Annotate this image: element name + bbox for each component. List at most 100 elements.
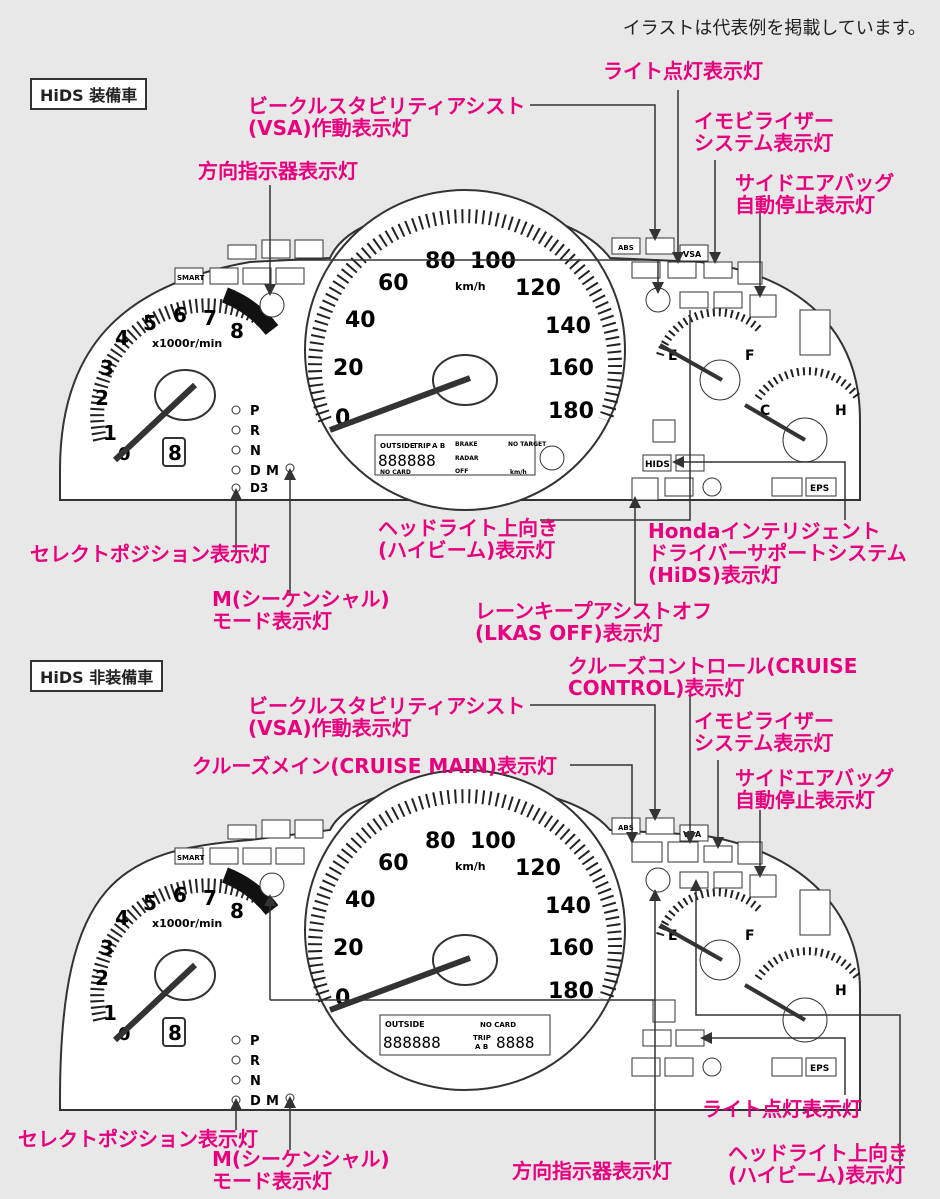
lcd-trip-digits: 8888 <box>496 1033 535 1052</box>
cruise-main-icon <box>631 841 663 863</box>
abs-label: ABS <box>618 244 634 252</box>
label-m-mode: M(シーケンシャル)モード表示灯 <box>212 587 390 633</box>
turn-right-icon <box>645 867 671 893</box>
speed-tick-label: 100 <box>470 249 516 274</box>
label-side-airbag: サイドエアバッグ自動停止表示灯 <box>735 766 895 812</box>
gear-r: R <box>250 424 260 439</box>
speedometer: 0 20 40 60 80 100 120 140 160 180 km/h O… <box>304 189 626 511</box>
lcd-trip: TRIP <box>473 1034 491 1042</box>
label-turn-signal: 方向指示器表示灯 <box>198 159 358 183</box>
tach-tick-label: 4 <box>115 326 129 350</box>
turn-left-icon <box>259 872 285 898</box>
gear-d: D <box>250 464 261 479</box>
eps-icon: EPS <box>810 1064 829 1074</box>
abs-icon <box>611 237 641 255</box>
lcd-outside: OUTSIDE <box>385 1020 425 1029</box>
lcd-no-target: NO TARGET <box>508 441 547 448</box>
temp-h: H <box>835 403 847 419</box>
speed-tick-label: 40 <box>345 888 376 913</box>
lcd-digits: 888888 <box>378 451 436 470</box>
lcd-ab: A B <box>475 1043 488 1051</box>
gear-r: R <box>250 1054 260 1069</box>
vsa-icon: VSA <box>683 250 702 259</box>
speed-tick-label: 80 <box>425 829 456 854</box>
gear-p: P <box>250 1034 260 1049</box>
lcd-digits: 888888 <box>383 1033 441 1052</box>
lkas-off-icon <box>631 477 659 501</box>
tach-tick-label: 2 <box>95 386 109 410</box>
abs-label: ABS <box>618 824 634 832</box>
highbeam-icon <box>679 291 709 309</box>
label-immobilizer: イモビライザーシステム表示灯 <box>694 109 834 155</box>
tach-tick-label: 3 <box>100 356 114 380</box>
steering-icon <box>539 445 565 471</box>
top-cluster: 1 2 3 4 5 6 7 8 0 x1000r/min 8 P R N D <box>59 189 862 511</box>
light-control-icon <box>737 841 763 865</box>
speed-tick-label: 60 <box>378 851 409 876</box>
side-airbag-off-icon <box>749 874 777 898</box>
lcd-brake: BRAKE <box>455 441 478 448</box>
temp-c: C <box>760 403 770 419</box>
power-icon <box>631 261 661 279</box>
top-indicator-icons: SMART ABS VSA <box>174 237 837 501</box>
fuel-gauge: E F <box>656 308 763 401</box>
seatbelt-icon <box>713 291 743 309</box>
tach-tick-label: 5 <box>143 891 157 915</box>
gear-d: D <box>250 1094 261 1109</box>
check-engine-icon <box>209 847 239 865</box>
gear-digit: 8 <box>168 1021 182 1045</box>
bottom-indicator-icons: SMART ABS VSA <box>174 817 837 1077</box>
label-light-on: ライト点灯表示灯 <box>603 59 763 83</box>
tach-tick-label: 7 <box>203 306 217 330</box>
tach-tick-label: 6 <box>173 883 187 907</box>
lcd-off: OFF <box>455 468 468 475</box>
illustration-note: イラストは代表例を掲載しています。 <box>622 18 926 39</box>
fuel-e: E <box>668 928 678 944</box>
light-control-icon <box>737 261 763 285</box>
label-lkas-off: レーンキープアシストオフ(LKAS OFF)表示灯 <box>475 599 712 645</box>
lcd-ab: A B <box>432 442 445 450</box>
speed-tick-label: 80 <box>425 249 456 274</box>
speed-tick-label: 160 <box>548 356 594 381</box>
section-hids-equipped: HiDS 装備車 <box>30 78 148 110</box>
gear-p: P <box>250 404 260 419</box>
tach-tick-label: 5 <box>143 311 157 335</box>
speed-tick-label: 140 <box>545 314 591 339</box>
tach-tick-label: 3 <box>100 936 114 960</box>
gear-d3: D3 <box>250 481 268 495</box>
label-highbeam: ヘッドライト上向き(ハイビーム)表示灯 <box>378 516 558 562</box>
side-airbag-off-icon <box>749 294 777 318</box>
tachometer: 1 2 3 4 5 6 7 8 0 x1000r/min 8 <box>90 287 279 467</box>
hids-icon: HIDS <box>645 460 670 470</box>
fuel-f: F <box>745 928 755 944</box>
brake-warning-icon <box>645 817 675 835</box>
top-leader-lines <box>230 90 846 605</box>
tach-unit: x1000r/min <box>152 337 222 350</box>
label-highbeam: ヘッドライト上向き(ハイビーム)表示灯 <box>728 1141 908 1187</box>
lane-icon <box>652 419 676 443</box>
vsa-icon: VSA <box>683 830 702 839</box>
smart-icon: SMART <box>177 854 205 862</box>
tach-tick-label: 2 <box>95 966 109 990</box>
tach-unit: x1000r/min <box>152 917 222 930</box>
speed-tick-label: 160 <box>548 936 594 961</box>
gear-n: N <box>250 1074 261 1089</box>
bottom-leader-lines <box>230 695 901 1165</box>
lcd-outside: OUTSIDE <box>380 442 415 450</box>
gear-m: M <box>266 464 279 479</box>
bottom-lcd-display <box>379 1014 551 1056</box>
label-vsa: ビークルスタビリティアシスト(VSA)作動表示灯 <box>248 94 526 140</box>
lane-icon <box>652 999 676 1023</box>
speed-tick-label: 120 <box>515 276 561 301</box>
fuel-f: F <box>745 348 755 364</box>
speed-tick-label: 20 <box>333 936 364 961</box>
gear-m: M <box>266 1094 279 1109</box>
speed-unit: km/h <box>455 860 486 873</box>
temp-h: H <box>835 983 847 999</box>
tach-tick-label: 8 <box>230 319 244 343</box>
gear-n: N <box>250 444 261 459</box>
fuel-e: E <box>668 348 678 364</box>
speed-tick-label: 140 <box>545 894 591 919</box>
label-turn-signal: 方向指示器表示灯 <box>512 1159 672 1183</box>
